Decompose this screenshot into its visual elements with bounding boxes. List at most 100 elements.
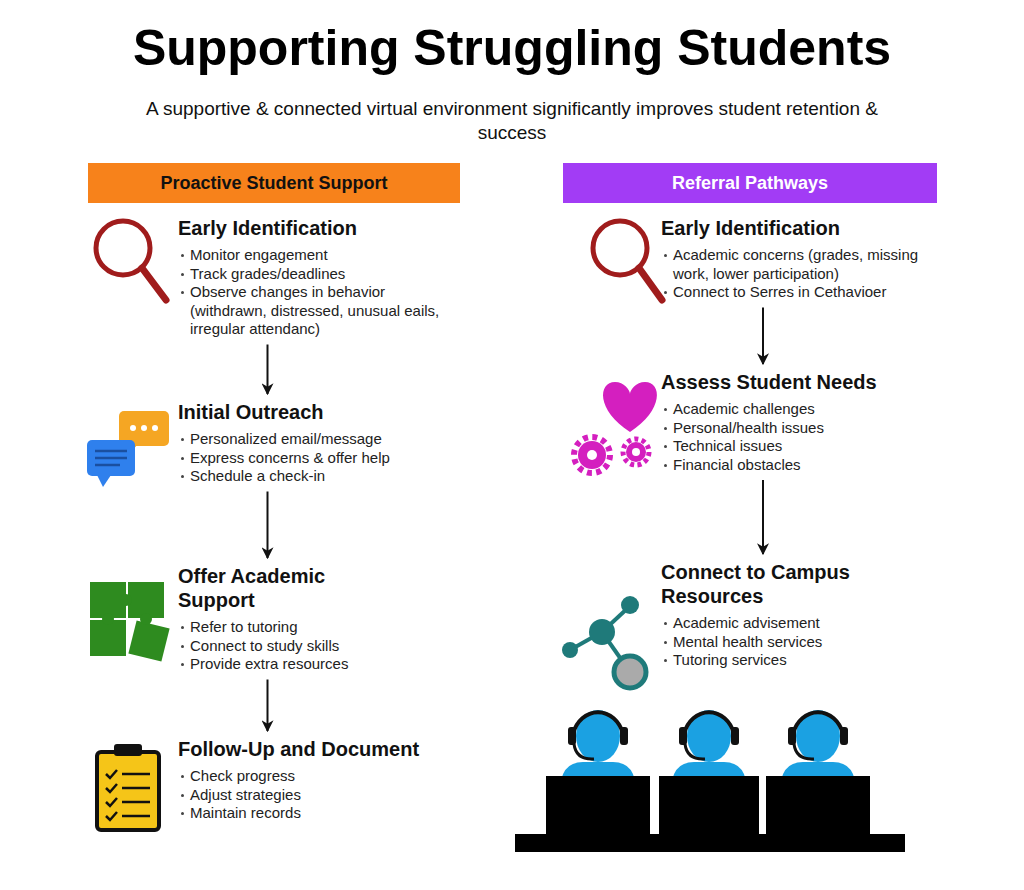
step-heading: Early Identification [661,216,948,240]
bubble [87,440,135,476]
heart-gears-icon [574,382,657,473]
text-line [95,450,127,453]
bullet-item: Track grades/deadlines [178,265,450,284]
support-staff-illustration [515,710,905,852]
bullet-item: Adjust strategies [178,786,450,805]
bullet-dot [664,641,667,644]
bullet-text: Connect to study skills [190,637,339,654]
step-block: Offer Academic SupportRefer to tutoringC… [85,564,450,674]
bubble-tail [97,475,111,487]
flow-arrow [762,308,764,365]
bullet-text: Maintain records [190,804,301,821]
bullet-text: Provide extra resources [190,655,348,672]
gear [578,441,606,469]
bullet-dot [664,254,667,257]
bullet-item: Technical issues [661,437,948,456]
gear [626,442,646,462]
dot [141,425,147,431]
bullet-item: Connect to study skills [178,637,450,656]
clipboard-icon [97,744,159,830]
bullet-item: Maintain records [178,804,450,823]
bullet-text: Schedule a check-in [190,467,325,484]
bullet-text: Track grades/deadlines [190,265,345,282]
bullet-dot [664,622,667,625]
bullet-item: Personalized email/message [178,430,450,449]
step-heading: Early Identification [178,216,450,240]
bullet-text: Express concerns & offer help [190,449,390,466]
bullet-dot [664,445,667,448]
desk [515,834,905,852]
bullet-text: Mental health services [673,633,822,650]
bullet-item: Schedule a check-in [178,467,450,486]
bullet-text: Observe changes in behavior (withdrawn, … [190,283,439,337]
chat-icon [87,411,169,487]
handle [639,268,662,300]
bullet-item: Express concerns & offer help [178,449,450,468]
flow-arrow [267,345,269,395]
bullet-text: Financial obstacles [673,456,801,473]
bullet-text: Refer to tutoring [190,618,298,635]
dot [152,425,158,431]
gear-teeth [623,439,649,465]
checklist [106,770,150,820]
section-header: Referral Pathways [563,163,937,203]
text-line [95,464,120,467]
piece [90,620,126,656]
network-icon [562,596,646,688]
gear-hole [632,448,640,456]
hub [589,619,615,645]
bullet-dot [664,659,667,662]
bullet-item: Academic challenges [661,400,948,419]
bullet-text: Personal/health issues [673,419,824,436]
bullet-item: Academic concerns (grades, missing work,… [661,246,948,283]
node-dot [562,642,578,658]
gear-teeth [574,437,610,473]
agent [659,710,759,836]
bullet-dot [181,794,184,797]
agent [546,710,650,836]
step-block: Early IdentificationMonitor engagementTr… [85,216,450,339]
heart [603,382,657,432]
flow-arrow [267,680,269,732]
header-text: Proactive Student Support [160,172,387,194]
node-dot [614,656,646,688]
bullet-item: Refer to tutoring [178,618,450,637]
bullet-dot [181,475,184,478]
bullet-item: Academic advisement [661,614,948,633]
step-block: Initial OutreachPersonalized email/messa… [85,400,450,486]
bullet-dot [181,812,184,815]
bullet-dot [181,273,184,276]
bullet-dot [181,438,184,441]
node-dot [621,596,639,614]
flow-arrow [762,480,764,554]
step-block: Follow-Up and DocumentCheck progressAdju… [85,737,450,823]
header-text: Referral Pathways [672,172,828,194]
dot [130,425,136,431]
step-block: Connect to Campus ResourcesAcademic advi… [578,560,948,670]
piece [128,582,164,618]
knob [102,613,114,625]
gear-hole [587,450,597,460]
bullet-text: Academic advisement [673,614,820,631]
bullet-dot [664,408,667,411]
bullet-item: Mental health services [661,633,948,652]
bullet-text: Check progress [190,767,295,784]
piece [128,620,169,661]
bullet-dot [181,663,184,666]
clip [114,744,142,756]
bullet-item: Observe changes in behavior (withdrawn, … [178,283,450,339]
bullet-dot [181,645,184,648]
step-block: Early IdentificationAcademic concerns (g… [578,216,948,302]
bullet-dot [664,427,667,430]
bullet-text: Technical issues [673,437,782,454]
bullet-dot [181,457,184,460]
bullet-item: Check progress [178,767,450,786]
bullet-text: Connect to Serres in Cethavioer [673,283,886,300]
puzzle-icon [90,582,170,662]
bullet-dot [181,254,184,257]
step-heading: Connect to Campus Resources [661,560,901,608]
bullet-dot [181,291,184,294]
bullet-dot [181,775,184,778]
step-heading: Initial Outreach [178,400,450,424]
